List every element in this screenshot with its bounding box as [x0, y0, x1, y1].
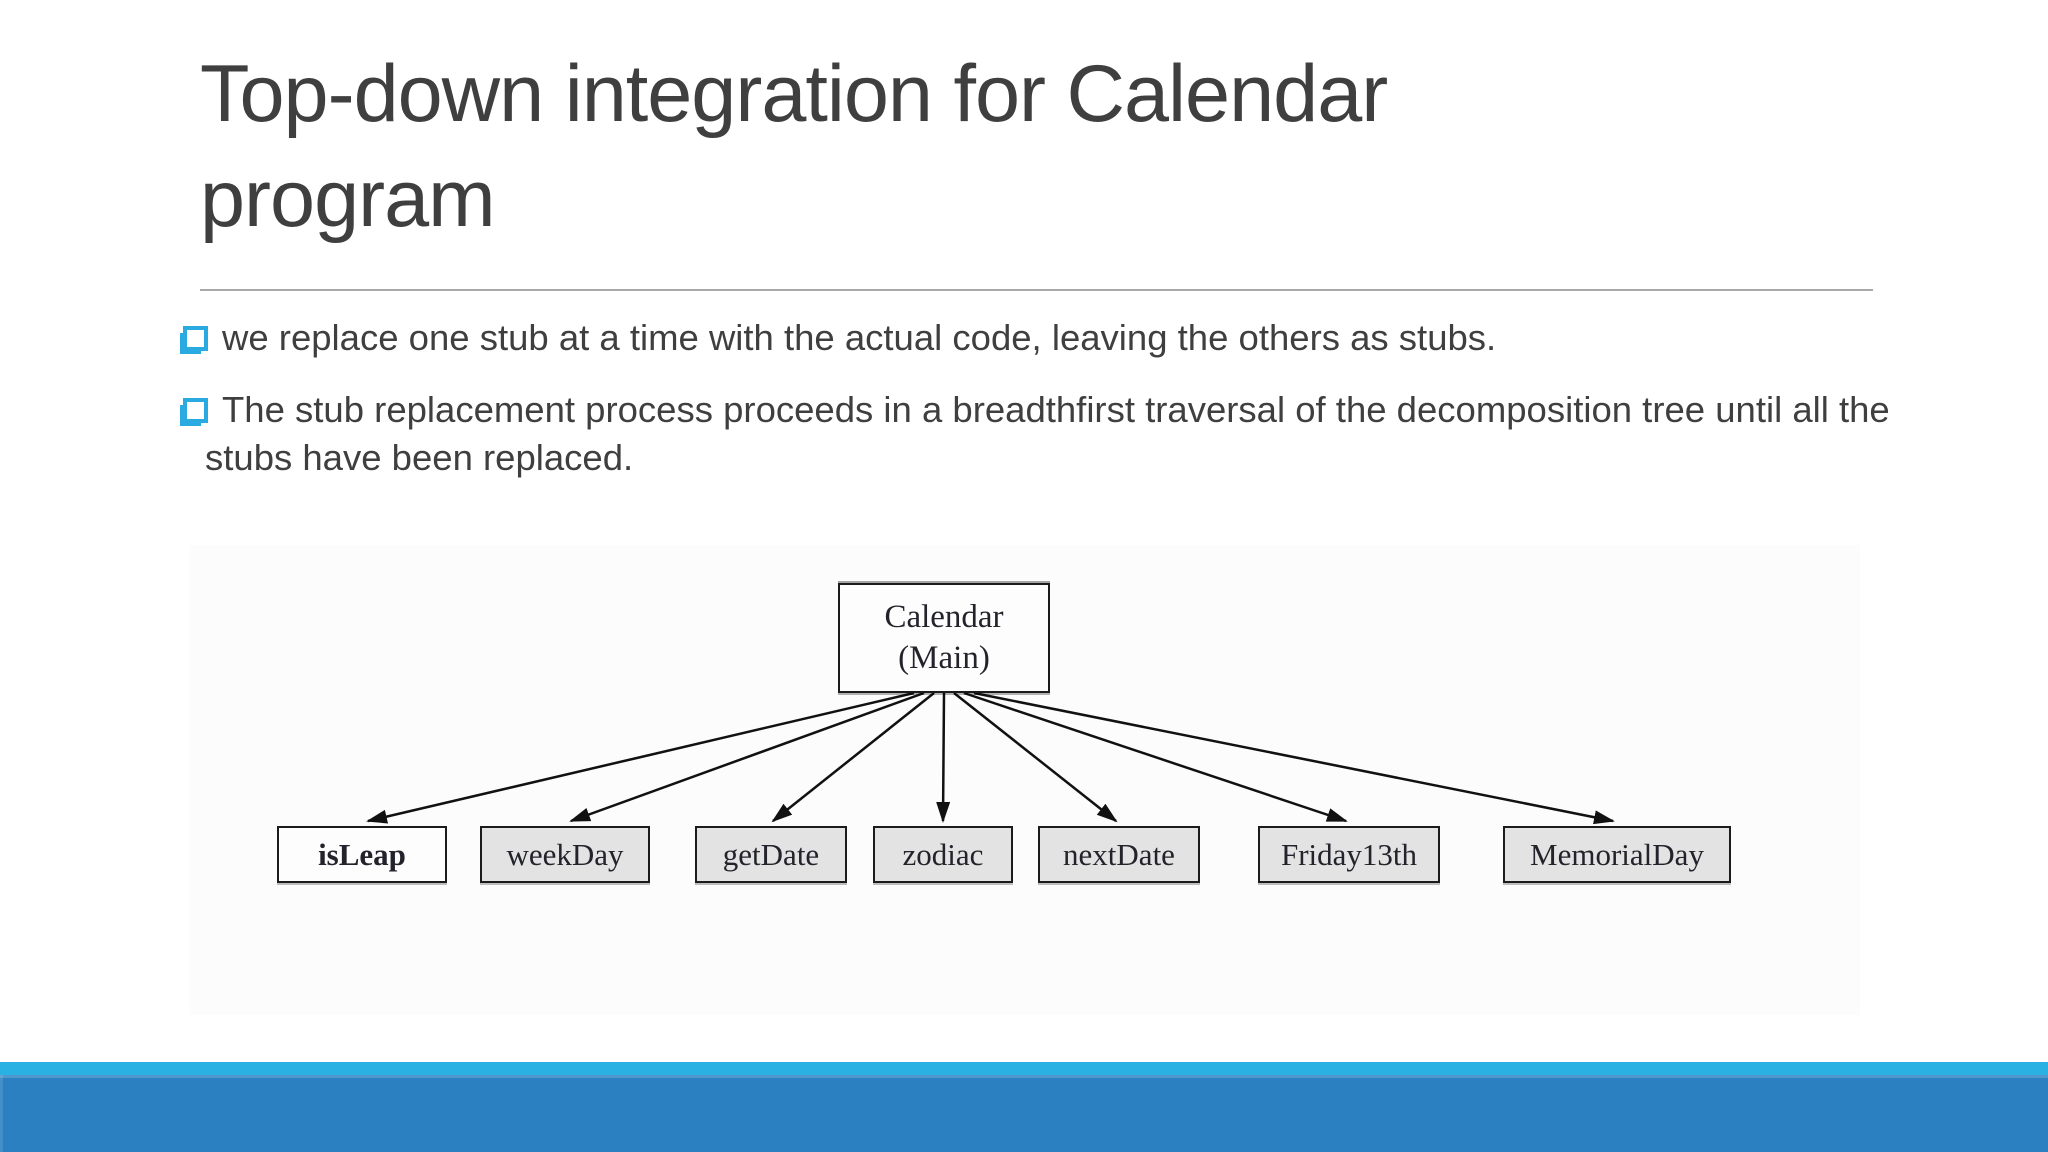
- checkbox-bullet-icon: [183, 326, 208, 351]
- diagram-node-weekday: weekDay: [480, 826, 650, 883]
- diagram-node-memorialday: MemorialDay: [1503, 826, 1731, 883]
- bullet-text: The stub replacement process proceeds in…: [205, 388, 1890, 479]
- bullet-text: we replace one stub at a time with the a…: [222, 317, 1497, 358]
- root-node-label-line-1: Calendar: [884, 598, 1004, 635]
- diagram-node-zodiac: zodiac: [873, 826, 1013, 883]
- arrow-edge-weekday: [569, 691, 925, 823]
- node-label: isLeap: [318, 836, 406, 872]
- arrow-edge-friday13th: [963, 691, 1348, 823]
- root-node-label-line-2: (Main): [898, 640, 990, 676]
- diagram-node-getdate: getDate: [695, 826, 847, 883]
- slide-title-line-1: Top-down integration for Calendar: [200, 49, 1388, 139]
- arrow-edge-getdate: [771, 692, 935, 823]
- decomposition-tree-figure: Calendar (Main) isLeap weekDay getDate z…: [190, 545, 1860, 1015]
- arrow-edge-memorialday: [973, 691, 1615, 825]
- arrow-edge-nextdate: [953, 692, 1118, 823]
- diagram-root-node-calendar-main: Calendar (Main): [838, 583, 1050, 693]
- checkbox-bullet-icon: [183, 397, 208, 423]
- arrow-edge-zodiac: [936, 692, 951, 823]
- diagram-node-nextdate: nextDate: [1038, 826, 1200, 883]
- footer-bar: [0, 1075, 2048, 1152]
- node-label: weekDay: [506, 836, 624, 872]
- node-label: getDate: [722, 836, 820, 872]
- arrow-edge-isleap: [366, 691, 915, 824]
- node-label: Friday13th: [1280, 836, 1418, 872]
- node-label: nextDate: [1063, 836, 1175, 872]
- bullet-item: we replace one stub at a time with the a…: [183, 314, 1928, 363]
- node-label: zodiac: [902, 836, 984, 872]
- slide-title-line-2: program: [200, 154, 496, 245]
- diagram-node-isleap: isLeap: [277, 826, 447, 883]
- node-label: MemorialDay: [1530, 836, 1704, 872]
- diagram-arrows: [366, 691, 1615, 825]
- title-divider: [200, 289, 1873, 291]
- footer-accent-strip: [0, 1062, 2048, 1075]
- slide-title: Top-down integration for Calendar progra…: [200, 42, 1760, 253]
- bullet-item: The stub replacement process proceeds in…: [183, 386, 1928, 483]
- bullet-list: we replace one stub at a time with the a…: [183, 314, 1928, 506]
- diagram-node-friday13th: Friday13th: [1258, 826, 1440, 883]
